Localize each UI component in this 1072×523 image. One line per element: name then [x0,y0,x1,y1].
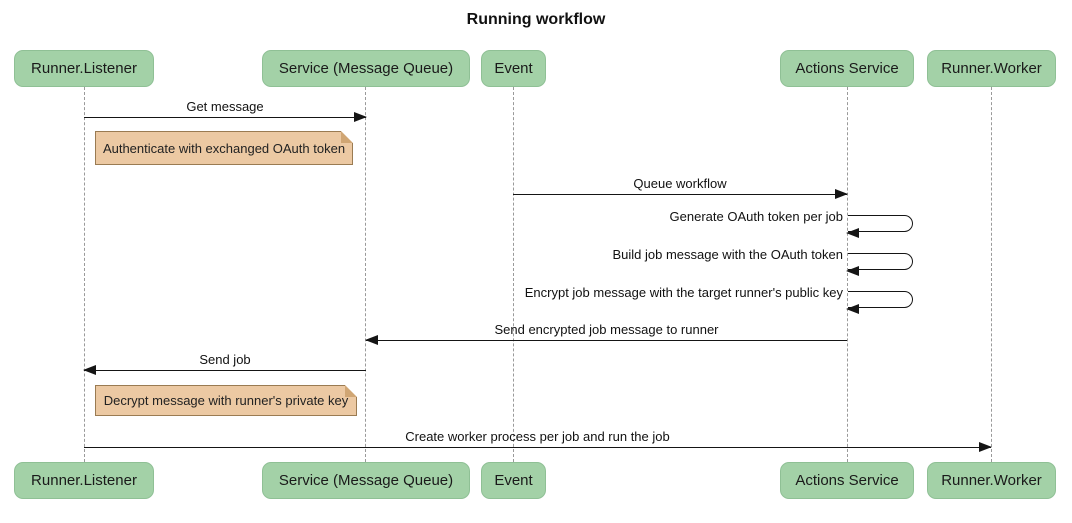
message-get-message: Get message [84,99,367,122]
arrowhead-left-icon [846,303,859,314]
lifeline-service-message-queue [365,87,366,462]
message-label: Create worker process per job and run th… [405,429,670,444]
message-line [84,441,992,452]
note-authenticate-oauth: Authenticate with exchanged OAuth token [95,131,353,165]
actor-bottom-runner-worker: Runner.Worker [927,462,1056,499]
actor-top-service-message-queue: Service (Message Queue) [262,50,470,87]
self-message-encrypt-job-message-label: Encrypt job message with the target runn… [524,285,843,300]
arrowhead-right-icon [835,188,848,199]
message-line [84,111,367,122]
message-label: Send encrypted job message to runner [494,322,719,337]
arrowhead-left-icon [846,227,859,238]
note-fold-icon [345,385,357,397]
actor-top-runner-worker: Runner.Worker [927,50,1056,87]
arrowhead-left-icon [846,265,859,276]
note-decrypt-private-key: Decrypt message with runner's private ke… [95,385,357,416]
lifeline-runner-listener [84,87,85,462]
actor-bottom-service-message-queue: Service (Message Queue) [262,462,470,499]
self-message-generate-oauth-token-loop [846,215,913,238]
message-line [513,188,848,199]
arrowhead-right-icon [354,111,367,122]
actor-top-event: Event [481,50,546,87]
message-label: Queue workflow [633,176,727,191]
actor-top-actions-service: Actions Service [780,50,914,87]
arrowhead-left-icon [83,364,96,375]
self-message-build-job-message-label: Build job message with the OAuth token [612,247,843,262]
lifeline-runner-worker [991,87,992,462]
message-label: Get message [186,99,264,114]
note-label: Authenticate with exchanged OAuth token [102,140,346,156]
actor-bottom-event: Event [481,462,546,499]
message-queue-workflow: Queue workflow [513,176,848,199]
message-create-worker-process: Create worker process per job and run th… [84,429,992,452]
diagram-title: Running workflow [466,11,606,28]
actor-bottom-runner-listener: Runner.Listener [14,462,154,499]
message-line [83,364,366,375]
note-label: Decrypt message with runner's private ke… [103,393,349,408]
arrowhead-right-icon [979,441,992,452]
note-fold-icon [341,131,353,143]
self-message-encrypt-job-message-loop [846,291,913,314]
actor-top-runner-listener: Runner.Listener [14,50,154,87]
message-line [365,334,847,345]
lifeline-event [513,87,514,462]
message-send-job: Send job [83,352,366,375]
message-send-encrypted-job-message: Send encrypted job message to runner [365,322,847,345]
self-message-generate-oauth-token-label: Generate OAuth token per job [669,209,843,224]
self-message-build-job-message-loop [846,253,913,276]
actor-bottom-actions-service: Actions Service [780,462,914,499]
arrowhead-left-icon [365,334,378,345]
message-label: Send job [199,352,251,367]
